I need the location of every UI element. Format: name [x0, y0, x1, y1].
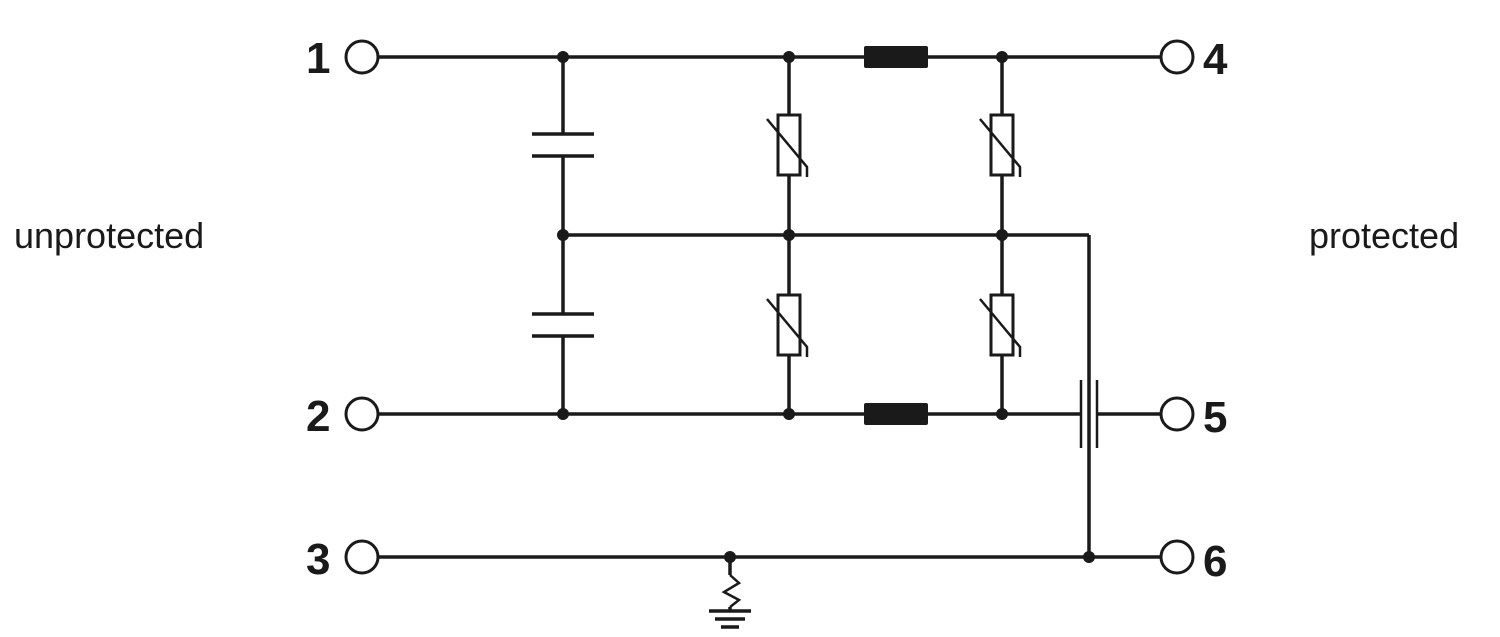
terminal-number-6: 6	[1203, 537, 1227, 586]
terminal-number-5: 5	[1203, 393, 1227, 442]
junction-dot	[996, 229, 1008, 241]
terminal-4	[1159, 39, 1195, 75]
unprotected-side-label: unprotected	[14, 215, 205, 256]
junction-dot	[724, 551, 736, 563]
junction-dot	[783, 408, 795, 420]
junction-dots	[557, 51, 1095, 563]
wire-crossover	[1079, 380, 1099, 448]
terminal-2	[344, 396, 380, 432]
terminal-number-4: 4	[1203, 35, 1228, 84]
terminals	[344, 39, 1195, 575]
junction-dot	[783, 229, 795, 241]
terminal-number-3: 3	[306, 535, 330, 584]
varistor-bottom-left	[766, 293, 809, 357]
inductor-lower	[864, 403, 928, 425]
terminal-6	[1159, 539, 1195, 575]
terminal-5	[1159, 396, 1195, 432]
wires	[379, 55, 1161, 575]
junction-dot	[783, 51, 795, 63]
ground-symbol	[709, 574, 751, 629]
varistor-bottom-right	[979, 293, 1022, 357]
inductor-upper	[864, 46, 928, 68]
junction-dot	[557, 51, 569, 63]
capacitor-lower	[532, 312, 594, 338]
terminal-number-2: 2	[306, 392, 330, 441]
junction-dot	[1083, 551, 1095, 563]
capacitor-upper	[532, 132, 594, 158]
protected-side-label: protected	[1309, 215, 1460, 256]
terminal-3	[344, 539, 380, 575]
junction-dot	[996, 408, 1008, 420]
junction-dot	[996, 51, 1008, 63]
junction-dot	[557, 229, 569, 241]
terminal-1	[344, 39, 380, 75]
junction-dot	[557, 408, 569, 420]
varistor-top-left	[766, 113, 809, 177]
varistor-top-right	[979, 113, 1022, 177]
terminal-number-1: 1	[306, 34, 330, 83]
